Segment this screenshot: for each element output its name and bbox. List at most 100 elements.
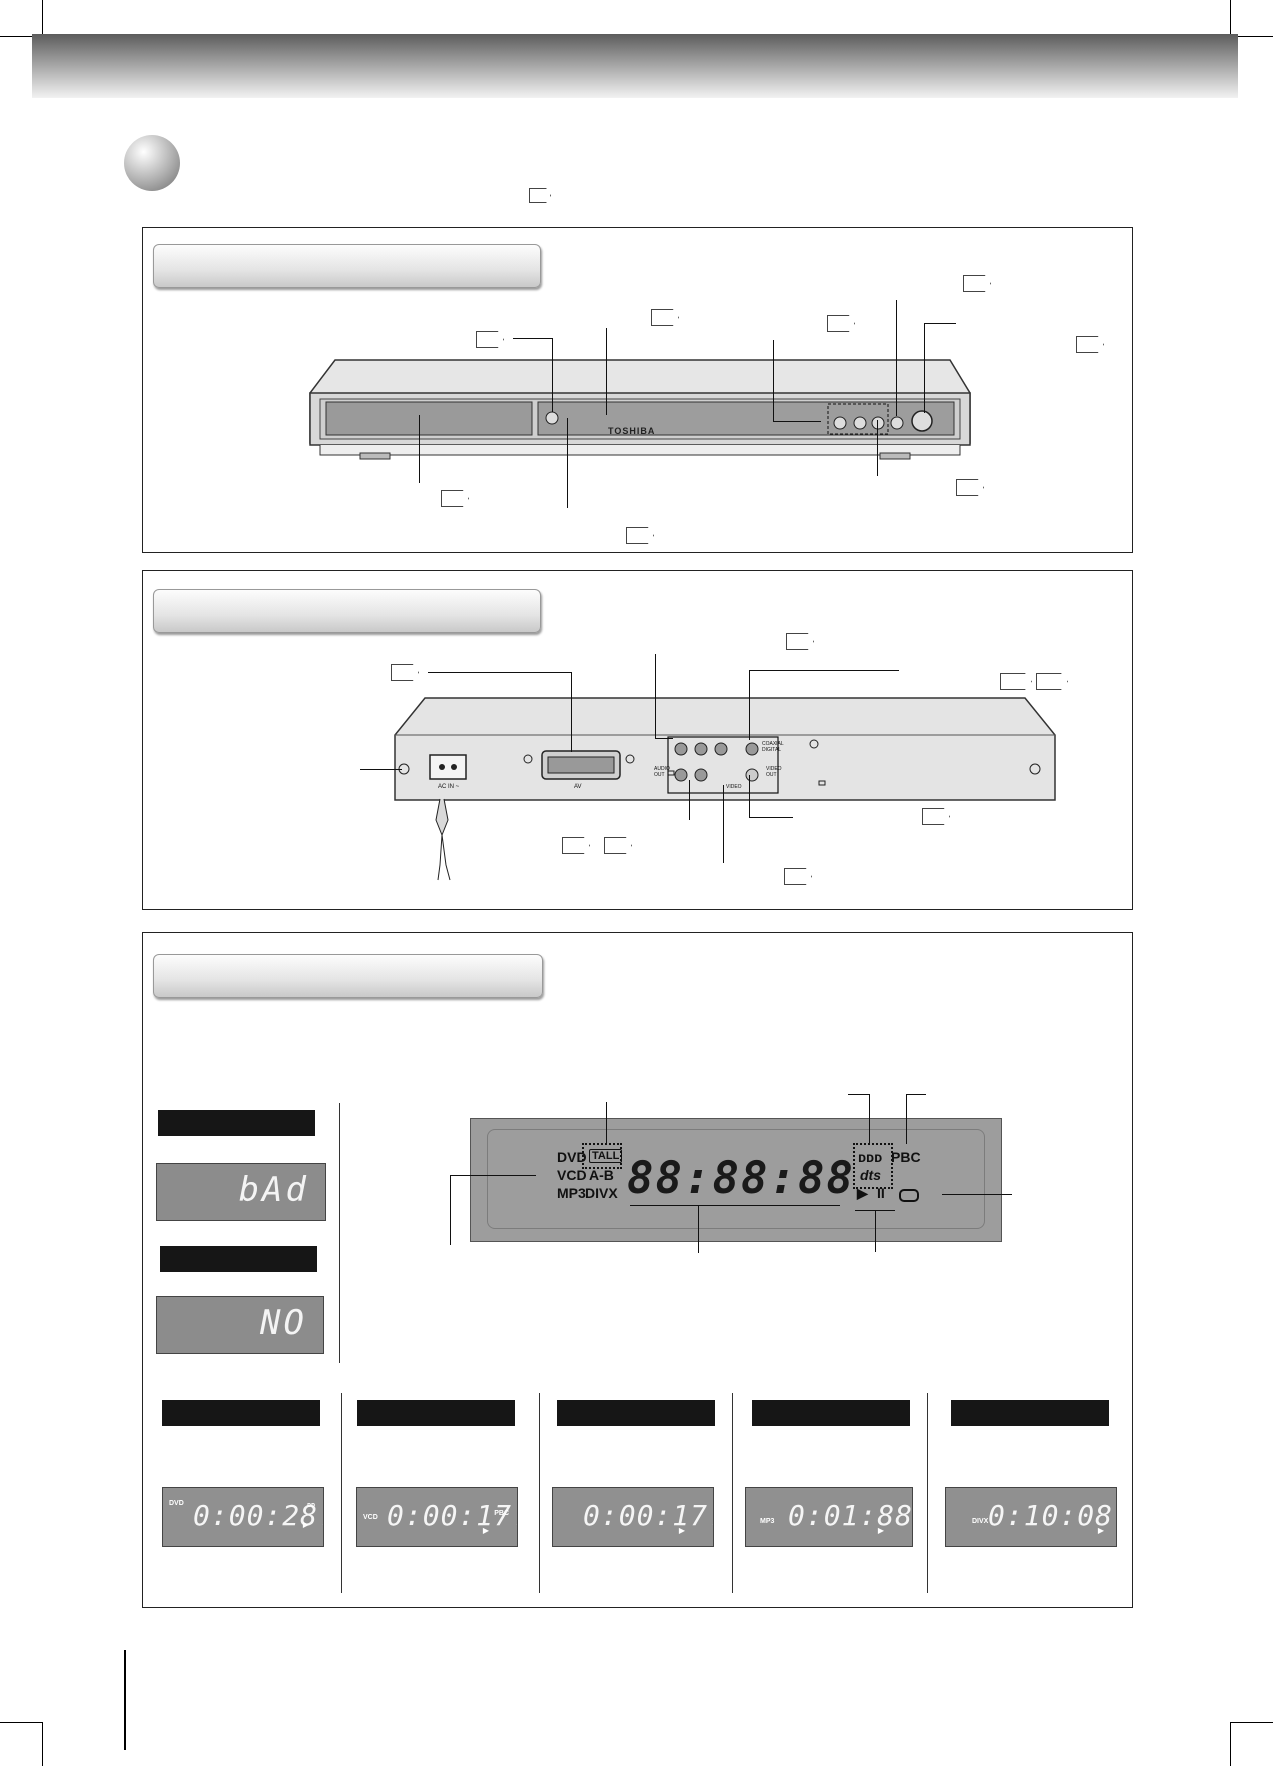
rear-panel-tab <box>153 589 541 633</box>
leader-line <box>773 340 774 422</box>
leader-line <box>419 415 420 483</box>
mode-play-indicator: ▶ <box>482 1526 489 1535</box>
lcd-pause-indicator: II <box>877 1185 885 1201</box>
rear-video-out-label: VIDEO OUT <box>766 766 782 778</box>
page-ref-tag <box>604 837 632 854</box>
leader-line <box>749 670 750 740</box>
lcd-pbc-indicator: PBC <box>891 1149 921 1165</box>
leader-line <box>655 738 673 739</box>
mode-left-label: VCD <box>363 1514 378 1521</box>
vertical-divider <box>341 1393 342 1593</box>
page-ref-tag <box>1036 673 1068 690</box>
leader-line <box>869 1094 870 1144</box>
mode-left-label: MP3 <box>760 1518 775 1525</box>
display-tab <box>153 954 543 998</box>
lcd-dotted-group <box>853 1143 893 1189</box>
crop-mark <box>0 1722 42 1723</box>
mode-time: 0:10:08. <box>988 1499 1117 1532</box>
crop-mark <box>42 1722 43 1766</box>
leader-line <box>552 338 553 412</box>
crop-mark <box>0 36 42 37</box>
page-edge-mark <box>124 1650 126 1750</box>
mode-label-bar <box>752 1400 910 1426</box>
rear-ac-label: AC IN ~ <box>438 784 460 790</box>
mode-time: 0:00:17. <box>387 1499 518 1532</box>
leader-line <box>723 785 724 863</box>
page-ref-tag <box>956 479 984 496</box>
lcd-dolby-indicator: ᴅᴅᴅ <box>858 1149 883 1165</box>
rear-audio-out-label: AUDIO OUT <box>654 766 670 778</box>
page-ref-tag <box>441 490 469 507</box>
leader-line <box>428 672 572 673</box>
page-ref-tag <box>963 275 991 292</box>
page-ref-tag <box>784 868 812 885</box>
leader-line <box>749 775 750 818</box>
mode-time: 0:00:17. <box>583 1499 714 1532</box>
mode-left-label: DIVX <box>972 1518 989 1525</box>
crop-mark <box>1230 36 1273 37</box>
lcd-mode-vcd: VCD 0:00:17. PBC ▶ <box>356 1487 518 1547</box>
leader-line <box>749 670 899 671</box>
page-ref-tag <box>626 527 654 544</box>
vertical-divider <box>339 1103 340 1363</box>
leader-line <box>924 323 956 324</box>
lcd-mode-mp3: MP3 0:01:88. ▶ <box>745 1487 913 1547</box>
page-ref-tag <box>827 315 855 332</box>
lcd-mp3-indicator: MP3 <box>557 1185 586 1201</box>
lcd-ab-indicator: A-B <box>589 1167 614 1183</box>
leader-line <box>655 654 656 738</box>
leader-line <box>606 328 607 415</box>
leader-line <box>360 769 402 770</box>
leader-line <box>567 418 568 508</box>
rear-coaxial-label: COAXIAL DIGITAL <box>762 741 784 753</box>
leader-line <box>875 1210 876 1252</box>
message-label-bar <box>160 1246 317 1272</box>
lcd-vcd-indicator: VCD <box>557 1167 587 1183</box>
mode-time: 0:00:28. <box>193 1499 324 1532</box>
leader-line <box>450 1175 536 1176</box>
crop-mark <box>1230 0 1231 36</box>
mode-label-bar <box>557 1400 715 1426</box>
rear-av-label: AV <box>574 784 582 790</box>
leader-line <box>896 300 897 416</box>
leader-line <box>513 338 553 339</box>
rear-panel-illustration <box>394 697 1056 881</box>
leader-line <box>906 1094 907 1144</box>
lcd-repeat-icon <box>899 1189 919 1202</box>
page-ref-tag <box>1076 336 1104 353</box>
leader-line <box>630 1205 840 1206</box>
leader-line <box>848 1094 870 1095</box>
leader-line <box>571 672 572 752</box>
main-lcd-display: DVD VCD MP3 TALL A-B DIVX 88:88:88 ᴅᴅᴅ P… <box>470 1118 1002 1242</box>
lcd-mode-dvd: DVD 0:00:28. ᴅᴅ ▶ <box>162 1487 324 1547</box>
mode-label-bar <box>951 1400 1109 1426</box>
leader-line <box>698 1205 699 1253</box>
lcd-segment-digits: 88:88:88 <box>627 1153 855 1204</box>
mode-play-indicator: ▶ <box>302 1520 309 1529</box>
mode-right-label: PBC <box>494 1510 509 1517</box>
leader-line <box>773 421 821 422</box>
message-digits: bAd <box>238 1170 309 1210</box>
lcd-message-bad: bAd <box>156 1163 326 1221</box>
mode-label-bar <box>162 1400 320 1426</box>
page-ref-tag <box>529 188 551 203</box>
leader-line <box>450 1175 451 1245</box>
page-ref-tag <box>391 664 419 681</box>
leader-line <box>877 420 878 476</box>
page-ref-tag <box>786 633 814 650</box>
lcd-message-no: NO <box>156 1296 324 1354</box>
main-lcd-window <box>487 1129 985 1229</box>
mode-play-indicator: ▶ <box>1097 1526 1104 1535</box>
crop-mark <box>1230 1722 1273 1723</box>
mode-label-bar <box>357 1400 515 1426</box>
front-panel-illustration <box>309 359 971 460</box>
crop-mark <box>1230 1722 1231 1766</box>
leader-line <box>606 1102 607 1144</box>
lcd-mode-cd: 0:00:17. ▶ <box>552 1487 714 1547</box>
mode-time: 0:01:88. <box>788 1499 913 1532</box>
page-ref-tag <box>922 808 950 825</box>
leader-line <box>942 1194 1012 1195</box>
leader-line <box>749 817 793 818</box>
lcd-divx-indicator: DIVX <box>585 1185 618 1201</box>
leader-line <box>906 1094 926 1095</box>
